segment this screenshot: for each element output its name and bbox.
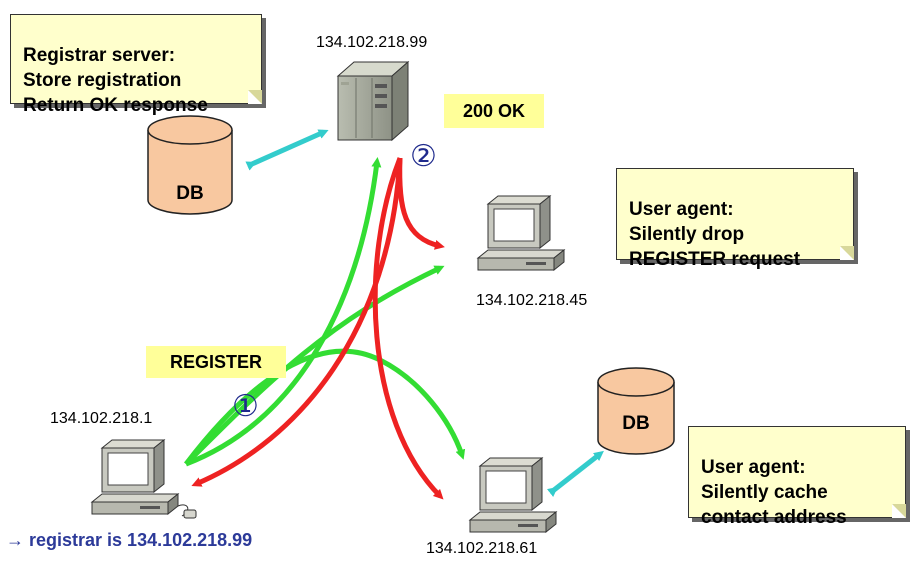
note-fold bbox=[840, 246, 854, 260]
registrar-note: Registrar server: Store registration Ret… bbox=[10, 14, 262, 116]
ua61-database-icon: DB bbox=[597, 367, 675, 455]
register-message-label: REGISTER bbox=[146, 346, 286, 378]
register-to-ua61-arrow bbox=[184, 348, 466, 466]
ok-to-client-arrow bbox=[191, 157, 403, 487]
server-db-link bbox=[245, 129, 329, 171]
ua-cache-note-text: User agent: Silently cache contact addre… bbox=[701, 457, 847, 528]
client-ip-label: 134.102.218.1 bbox=[50, 410, 153, 427]
server-db-label: DB bbox=[176, 183, 203, 204]
step-two-marker: ② bbox=[410, 140, 437, 173]
ok-to-ua61-arrow bbox=[372, 157, 444, 500]
ua45-computer-icon bbox=[476, 194, 566, 272]
ua61-ip-label: 134.102.218.61 bbox=[426, 540, 538, 557]
server-ip-label: 134.102.218.99 bbox=[316, 34, 428, 51]
ua61-db-label: DB bbox=[622, 413, 649, 434]
client-registrar-resolution: → registrar is 134.102.218.99 bbox=[6, 530, 253, 550]
note-fold bbox=[892, 504, 906, 518]
register-to-server-arrow bbox=[185, 157, 382, 467]
server-icon bbox=[336, 60, 410, 142]
server-database-icon: DB bbox=[147, 115, 233, 215]
register-to-ua45-arrow bbox=[184, 265, 445, 466]
ua-cache-note: User agent: Silently cache contact addre… bbox=[688, 426, 906, 528]
note-fold bbox=[248, 90, 262, 104]
ua-drop-note-text: User agent: Silently drop REGISTER reque… bbox=[629, 199, 801, 270]
step-one-marker: ① bbox=[232, 390, 259, 423]
ok-to-ua45-arrow bbox=[397, 157, 445, 250]
ua61-computer-icon bbox=[468, 456, 558, 534]
client-computer-icon bbox=[90, 438, 197, 519]
ua61-db-link bbox=[546, 450, 604, 498]
registrar-note-text: Registrar server: Store registration Ret… bbox=[23, 45, 208, 116]
ua45-ip-label: 134.102.218.45 bbox=[476, 292, 588, 309]
ua-drop-note: User agent: Silently drop REGISTER reque… bbox=[616, 168, 854, 270]
ok-message-label: 200 OK bbox=[444, 94, 544, 128]
